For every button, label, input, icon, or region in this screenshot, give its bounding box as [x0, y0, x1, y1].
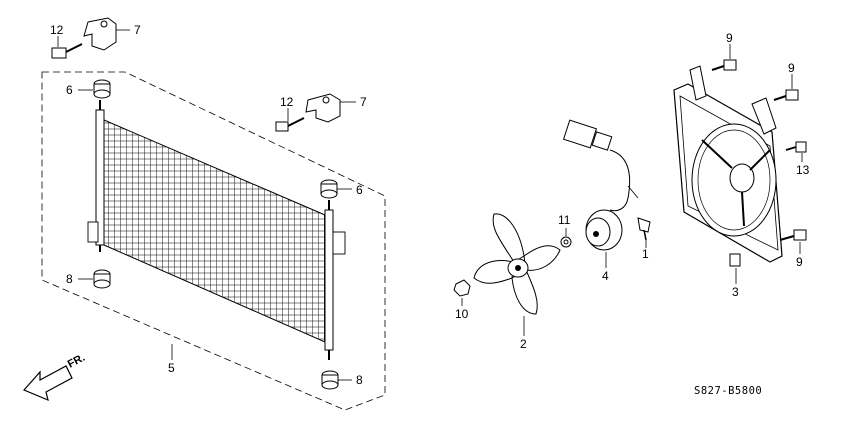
fan-shroud — [673, 65, 783, 267]
condenser-core — [103, 119, 326, 343]
callout-4: 4 — [602, 269, 609, 283]
callout-11: 11 — [558, 213, 571, 227]
bolt-shroud-lower-right — [779, 229, 807, 241]
callout-13: 13 — [796, 163, 810, 177]
callout-10: 10 — [455, 307, 469, 321]
callout-9-right: 9 — [788, 61, 795, 75]
callout-9-lower: 9 — [796, 255, 803, 269]
fan-motor — [585, 209, 623, 251]
callout-9-top: 9 — [726, 31, 733, 45]
assembly-boundary — [41, 71, 386, 411]
wire-clip — [637, 217, 651, 241]
bolt-shroud-upper-right — [773, 89, 799, 101]
bracket-upper-left — [83, 17, 130, 51]
washer — [560, 236, 572, 248]
callout-2: 2 — [520, 337, 527, 351]
callout-1: 1 — [642, 247, 649, 261]
callout-6-upper: 6 — [66, 83, 73, 97]
fan-blade — [473, 213, 561, 315]
bolt-middle — [275, 117, 305, 132]
callout-12-upper: 12 — [50, 23, 64, 37]
cushion-lower-right — [321, 370, 339, 390]
condenser-right-tank — [324, 209, 334, 351]
bracket-middle — [305, 93, 356, 123]
callout-3: 3 — [732, 285, 739, 299]
callout-8-right: 8 — [356, 373, 363, 387]
cushion-lower-left — [93, 269, 111, 289]
callout-8-left: 8 — [66, 272, 73, 286]
callout-5: 5 — [168, 361, 175, 375]
front-arrow-label: FR. — [66, 352, 87, 371]
callout-6-right: 6 — [356, 183, 363, 197]
front-direction-arrow-icon — [22, 365, 73, 402]
cushion-right-upper — [320, 179, 338, 199]
nut — [453, 279, 471, 297]
callout-12-middle: 12 — [280, 95, 294, 109]
bolt-shroud-top — [711, 59, 737, 71]
bolt-upper-left — [51, 43, 83, 59]
callout-7-middle: 7 — [360, 95, 367, 109]
condenser-assembly — [41, 71, 386, 411]
cushion-upper-left — [93, 79, 111, 99]
callout-7-upper: 7 — [134, 23, 141, 37]
motor-connector — [562, 119, 639, 212]
bolt-shroud-side — [785, 141, 807, 153]
diagram-code: S827-B5800 — [694, 385, 762, 397]
